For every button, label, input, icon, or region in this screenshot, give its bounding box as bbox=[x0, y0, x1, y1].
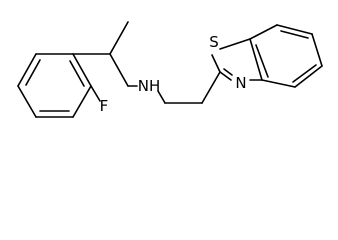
bond bbox=[311, 33, 323, 67]
bond bbox=[17, 85, 37, 118]
bond bbox=[90, 85, 101, 102]
bond bbox=[219, 71, 232, 81]
bond bbox=[157, 90, 166, 104]
bond bbox=[276, 24, 313, 35]
bond bbox=[25, 59, 41, 86]
bond bbox=[261, 79, 296, 88]
bond bbox=[109, 53, 129, 87]
bond bbox=[201, 71, 221, 104]
bond bbox=[255, 44, 269, 78]
bond bbox=[72, 53, 92, 87]
thiazole-ring bbox=[211, 38, 263, 81]
bond bbox=[223, 68, 233, 76]
bond bbox=[294, 65, 323, 88]
bond bbox=[219, 38, 251, 50]
chemical-structure: F NH S N bbox=[17, 21, 323, 118]
benzo-ring bbox=[249, 24, 323, 88]
bond bbox=[292, 64, 317, 83]
sulfur-atom-label: S bbox=[209, 33, 219, 51]
bond bbox=[69, 60, 85, 87]
bond bbox=[72, 85, 92, 118]
nitrogen-amine-label: NH bbox=[138, 77, 161, 95]
bond bbox=[17, 53, 37, 87]
bond bbox=[211, 54, 221, 73]
bond bbox=[249, 38, 263, 81]
fluorophenyl-ring bbox=[17, 53, 92, 118]
bond bbox=[280, 30, 309, 39]
fluorine-atom-label: F bbox=[100, 97, 109, 115]
bond bbox=[249, 24, 278, 40]
bond bbox=[109, 21, 129, 55]
nitrogen-thiazole-label: N bbox=[235, 74, 246, 92]
